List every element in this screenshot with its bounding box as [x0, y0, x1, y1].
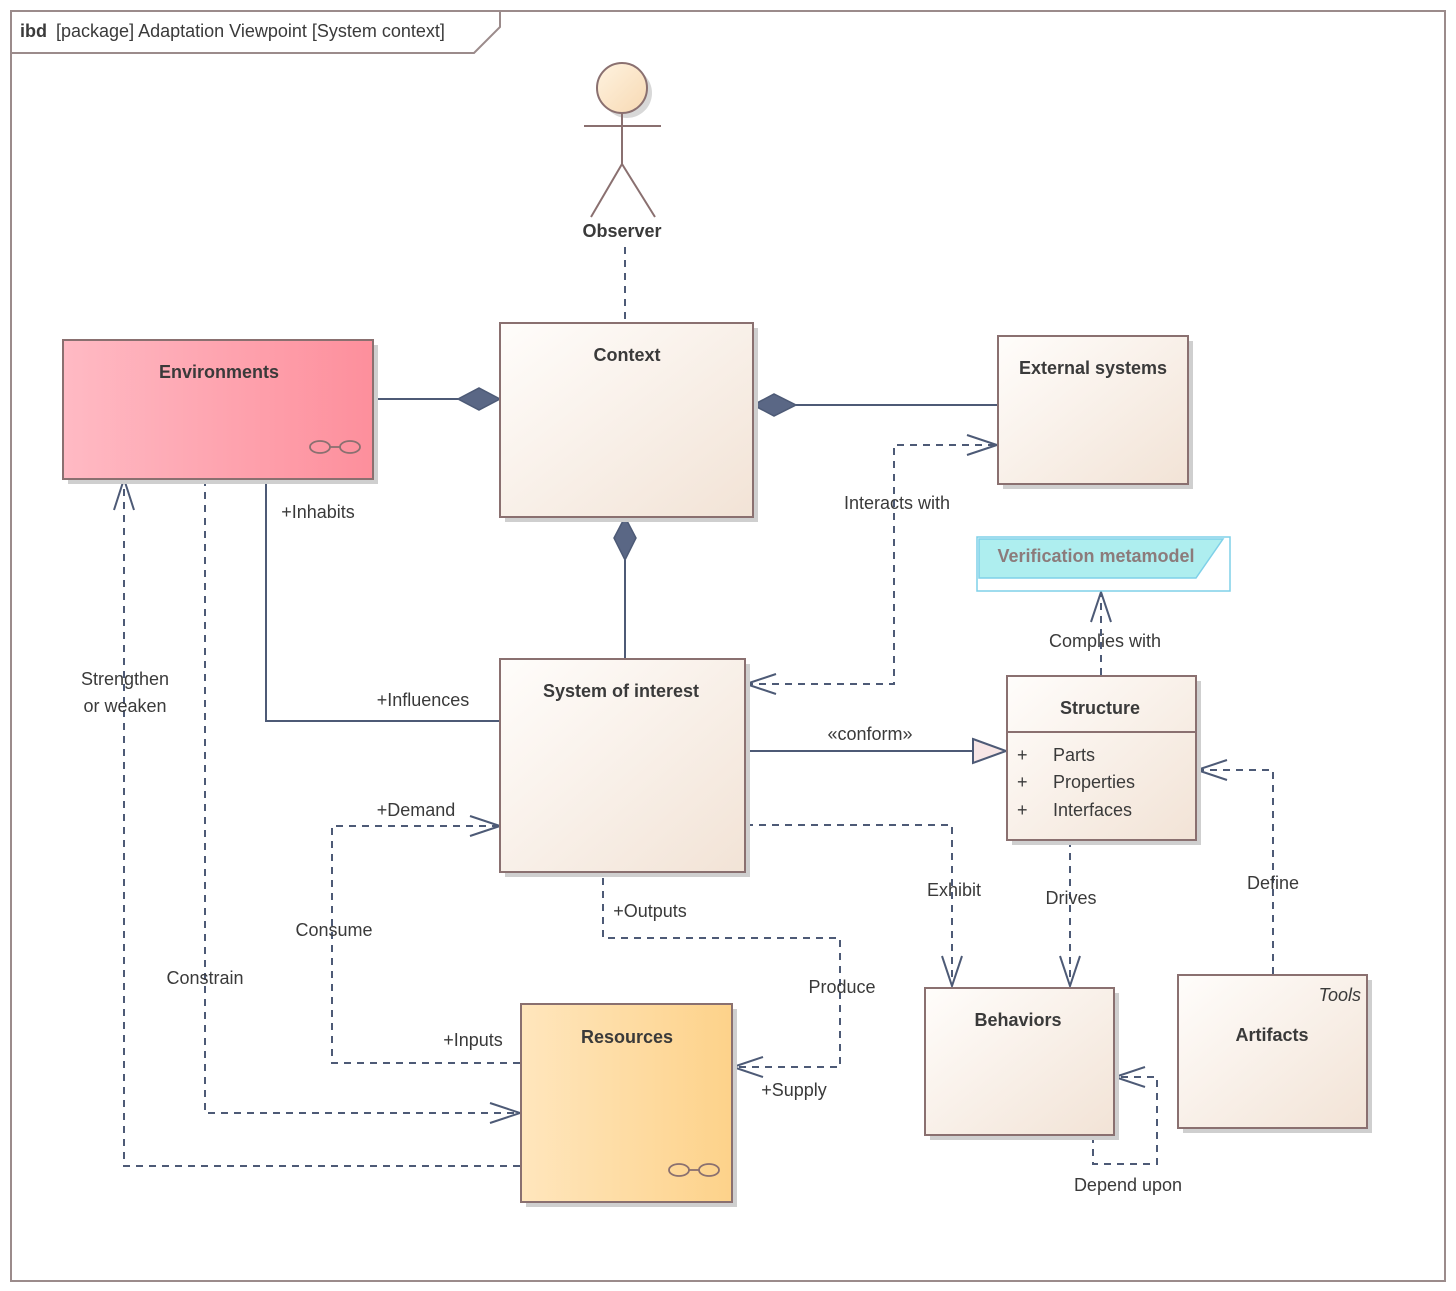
relation-labels: Interacts with +Inhabits Complies with S…: [81, 493, 1299, 1195]
system-of-interest-block[interactable]: System of interest: [499, 658, 750, 877]
supply-label: +Supply: [761, 1080, 827, 1100]
external-systems-label: External systems: [1019, 358, 1167, 378]
interacts-with-link[interactable]: [742, 434, 1001, 695]
strengthen-label: Strengthen: [81, 669, 169, 689]
verification-metamodel-label: Verification metamodel: [997, 546, 1194, 566]
structure-block[interactable]: Structure + Parts + Properties + Interfa…: [1006, 675, 1201, 845]
define-link[interactable]: [1193, 759, 1274, 974]
system-of-interest-composition[interactable]: [613, 515, 637, 658]
constrain-link[interactable]: [204, 479, 524, 1124]
exhibit-label: Exhibit: [927, 880, 981, 900]
attr-interfaces: Interfaces: [1053, 800, 1132, 820]
link-icon: [668, 1163, 720, 1177]
external-systems-composition[interactable]: [751, 393, 997, 417]
complies-with-link[interactable]: [1090, 588, 1112, 675]
connectors: [113, 247, 1274, 1167]
conform-label: «conform»: [827, 724, 912, 744]
artifacts-block[interactable]: Tools Artifacts: [1177, 974, 1372, 1133]
strengthen-weaken-link[interactable]: [113, 475, 520, 1167]
attr-properties: Properties: [1053, 772, 1135, 792]
attr-parts: Parts: [1053, 745, 1095, 765]
attr-visibility: +: [1017, 772, 1028, 792]
attr-visibility: +: [1017, 745, 1028, 765]
constrain-label: Constrain: [166, 968, 243, 988]
environments-composition[interactable]: [374, 387, 502, 411]
define-label: Define: [1247, 873, 1299, 893]
frame-keyword: ibd: [20, 21, 47, 41]
system-of-interest-label: System of interest: [543, 681, 699, 701]
context-label: Context: [594, 345, 661, 365]
outputs-label: +Outputs: [613, 901, 687, 921]
consume-label: Consume: [295, 920, 372, 940]
frame-title: [package] Adaptation Viewpoint [System c…: [56, 21, 445, 41]
external-systems-block[interactable]: External systems: [997, 335, 1193, 489]
observer-actor[interactable]: Observer: [582, 62, 662, 241]
weaken-label: or weaken: [83, 696, 166, 716]
depend-upon-label: Depend upon: [1074, 1175, 1182, 1195]
influences-label: +Influences: [377, 690, 470, 710]
resources-block[interactable]: Resources: [520, 1003, 737, 1207]
svg-text:ibd [package] Adaptation: ibd [package] Adaptation Viewpoint [Syst…: [20, 21, 445, 41]
attr-visibility: +: [1017, 800, 1028, 820]
diagram-frame: ibd [package] Adaptation Viewpoint [Syst…: [10, 10, 1446, 1282]
context-block[interactable]: Context: [499, 322, 758, 522]
artifacts-label: Artifacts: [1235, 1025, 1308, 1045]
complies-with-label: Complies with: [1049, 631, 1161, 651]
conform-link[interactable]: [746, 737, 1009, 765]
behaviors-block[interactable]: Behaviors: [924, 987, 1119, 1140]
environments-label: Environments: [159, 362, 279, 382]
link-icon: [309, 440, 361, 454]
environments-block[interactable]: Environments: [62, 339, 378, 484]
artifacts-stereotype: Tools: [1319, 985, 1361, 1005]
demand-label: +Demand: [377, 800, 456, 820]
produce-label: Produce: [808, 977, 875, 997]
drives-label: Drives: [1045, 888, 1096, 908]
behaviors-label: Behaviors: [974, 1010, 1061, 1030]
verification-metamodel-note[interactable]: Verification metamodel: [976, 536, 1231, 592]
inputs-label: +Inputs: [443, 1030, 503, 1050]
interacts-with-label: Interacts with: [844, 493, 950, 513]
drives-link[interactable]: [1059, 840, 1081, 990]
observer-label: Observer: [582, 221, 661, 241]
structure-label: Structure: [1060, 698, 1140, 718]
inhabits-label: +Inhabits: [281, 502, 355, 522]
resources-label: Resources: [581, 1027, 673, 1047]
exhibit-link[interactable]: [746, 824, 963, 990]
structure-attributes: + Parts + Properties + Interfaces: [1017, 745, 1135, 820]
inhabits-influences-link[interactable]: [265, 479, 500, 722]
